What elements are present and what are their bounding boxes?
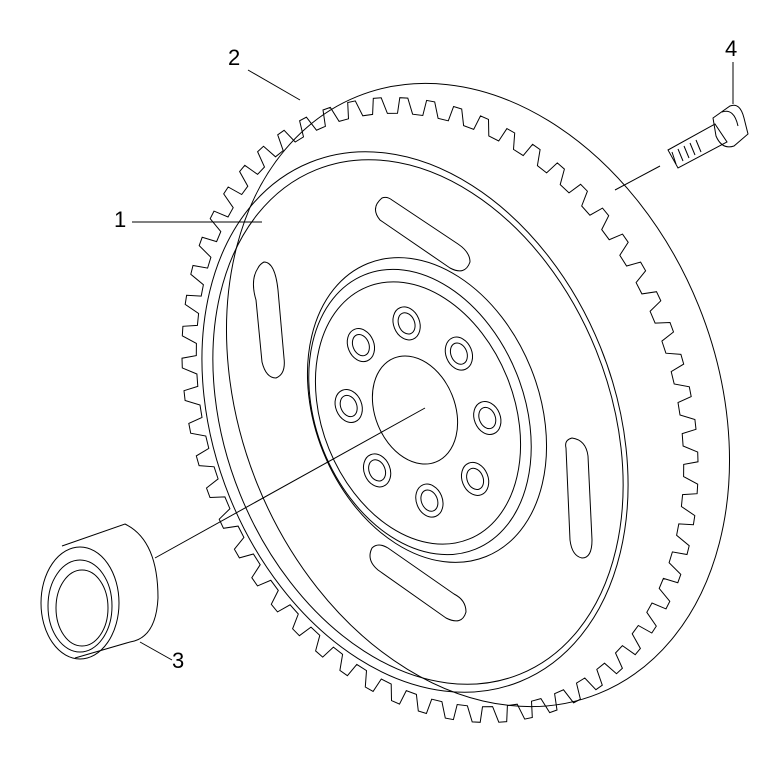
flywheel-plate-part-1: [252, 196, 593, 622]
bearing-face-ring: [47, 559, 113, 653]
gear-teeth: [181, 97, 699, 723]
leader-lines: [132, 62, 734, 661]
bolt-hole-inner: [339, 394, 358, 418]
bolt-hole-outer: [346, 328, 376, 363]
slot-top: [375, 196, 471, 272]
bearing-face-outer: [40, 546, 120, 660]
bolt-hole-outer: [334, 389, 363, 423]
callout-3: 3: [172, 648, 185, 673]
hub-recess-outer: [306, 257, 548, 563]
bolt-shank: [667, 123, 728, 169]
callout-4: 4: [725, 36, 738, 61]
bolt-hole-inner: [478, 406, 497, 430]
center-bore: [371, 355, 459, 465]
leader-line-3: [139, 641, 173, 661]
bolt-hole-outer: [473, 401, 502, 435]
leader-line-2: [247, 69, 301, 101]
bolt-head: [712, 104, 749, 148]
bolt-thread: [671, 139, 702, 165]
bolt-hole-inner: [466, 467, 485, 491]
bolt-hole-outer: [415, 483, 444, 518]
bolt-hole-inner: [420, 489, 439, 512]
gear-back-contour: [226, 82, 730, 708]
slot-left: [252, 261, 285, 379]
axis-line-bolt: [614, 165, 661, 191]
bolt-head-flange: [721, 110, 739, 127]
bolt-hole-outer: [444, 336, 474, 371]
bolt-hole-outer: [362, 453, 392, 488]
bolt-part-4: [667, 104, 749, 169]
bearing-bore: [55, 569, 109, 647]
bolt-hole-inner: [397, 312, 416, 335]
slot-right: [565, 437, 593, 559]
axis-line-bearing: [154, 407, 426, 559]
bolt-hole-inner: [368, 459, 387, 482]
bolt-hole-inner: [449, 342, 468, 365]
callout-1: 1: [114, 207, 127, 232]
gear-rim-inner: [201, 151, 629, 693]
slot-group: [252, 196, 593, 622]
slot-bottom: [369, 544, 467, 622]
bolt-hole-group: [334, 306, 502, 518]
bolt-hole-outer: [460, 461, 490, 496]
gear-rim-step: [212, 159, 624, 685]
hub-recess-mid: [308, 268, 532, 556]
callout-2: 2: [228, 45, 241, 70]
bearing-part-3: [40, 523, 159, 660]
hub-recess-inner: [314, 281, 522, 545]
bolt-hole-outer: [392, 306, 421, 341]
bolt-hole-inner: [351, 333, 370, 357]
bearing-body: [61, 523, 159, 659]
ring-gear-part-2: [181, 82, 730, 723]
